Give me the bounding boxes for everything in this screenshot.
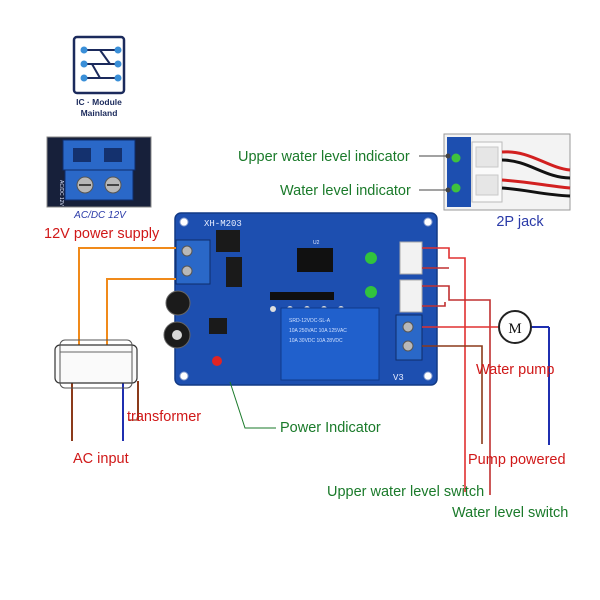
- inset-side-label: AC/DC 12V: [58, 180, 64, 207]
- pcb-board: XH-M203 V3 U2: [163, 212, 438, 386]
- ic-label: U2: [313, 240, 320, 246]
- terminal-inset: AC/DC 12V AC/DC 12V: [46, 136, 152, 221]
- transformer: [54, 339, 138, 389]
- relay-text-3: 10A 30VDC 10A 28VDC: [289, 338, 343, 344]
- board-led-level: [365, 286, 377, 298]
- sensor-connector-level[interactable]: [399, 279, 423, 313]
- pump-motor: M: [498, 310, 550, 445]
- motor-symbol: M: [508, 321, 521, 337]
- board-version: V3: [393, 373, 404, 383]
- power-terminal: [175, 239, 211, 285]
- power-wires: [71, 247, 176, 441]
- ac-input-label: AC input: [73, 451, 129, 467]
- upper-switch-label: Upper water level switch: [327, 484, 484, 500]
- sensor-connector-upper[interactable]: [399, 241, 423, 275]
- relay: SRD-12VDC-SL-A 10A 250VAC 10A 125VAC 10A…: [280, 307, 380, 381]
- logo-line1: IC · Module: [76, 97, 122, 107]
- indicator-leaders: [419, 153, 451, 193]
- power-supply-label: 12V power supply: [44, 226, 160, 242]
- inset-caption: AC/DC 12V: [73, 210, 127, 221]
- logo: IC · Module Mainland: [72, 35, 126, 118]
- power-indicator-label: Power Indicator: [280, 420, 381, 436]
- board-model: XH-M203: [204, 219, 242, 229]
- relay-text-2: 10A 250VAC 10A 125VAC: [289, 328, 347, 334]
- water-pump-label: Water pump: [476, 362, 554, 378]
- circuit-chip-icon: [72, 35, 126, 95]
- inset-led-upper: [451, 153, 461, 163]
- mcu-chip: [297, 248, 333, 272]
- level-switch-label: Water level switch: [452, 505, 568, 521]
- relay-text-1: SRD-12VDC-SL-A: [289, 318, 331, 324]
- sensor-wires: [422, 247, 498, 495]
- inset-led-lower: [451, 183, 461, 193]
- level-indicator-label: Water level indicator: [280, 183, 411, 199]
- pump-powered-label: Pump powered: [468, 452, 566, 468]
- leader-lines: [229, 381, 276, 429]
- board-led-upper: [365, 252, 377, 264]
- transformer-label: transformer: [127, 409, 201, 425]
- upper-indicator-label: Upper water level indicator: [238, 149, 410, 165]
- jack-inset: 2P jack: [443, 133, 571, 230]
- jack-label: 2P jack: [496, 214, 544, 230]
- logo-line2: Mainland: [81, 108, 118, 118]
- power-led: [212, 356, 222, 366]
